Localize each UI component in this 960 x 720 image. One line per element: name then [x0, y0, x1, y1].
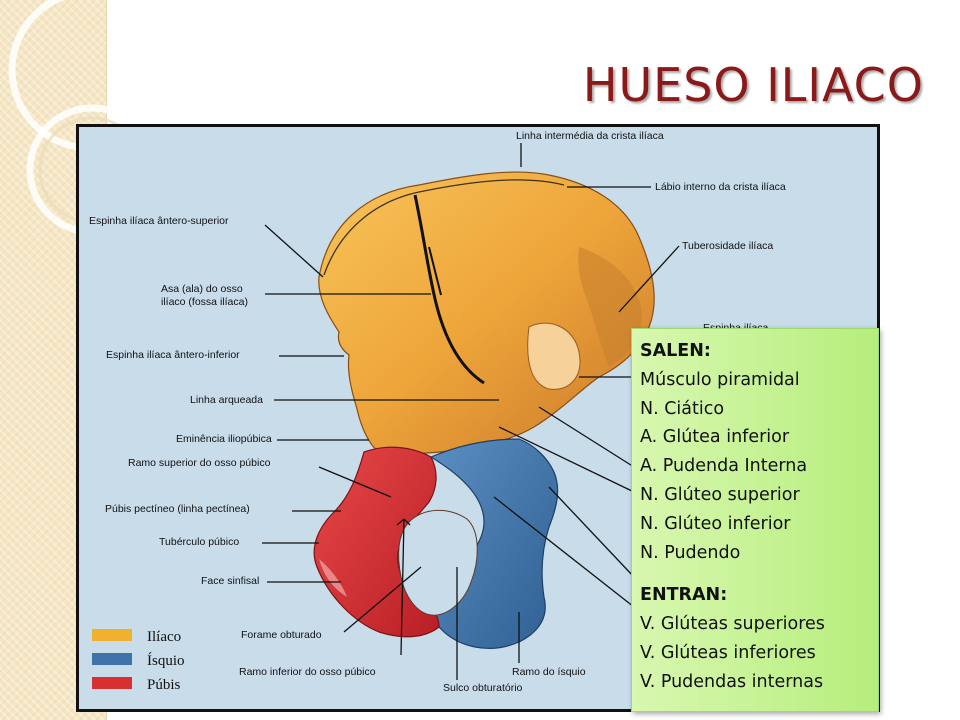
salen-item: N. Glúteo superior [640, 484, 800, 505]
label-sulco: Sulco obturatório [443, 682, 523, 694]
salen-header: SALEN: [640, 341, 711, 361]
label-linha-arqueada: Linha arqueada [190, 394, 263, 406]
entran-item: V. Pudendas internas [640, 671, 824, 692]
label-linha-intermedia: Linha intermédia da crista ilíaca [516, 130, 664, 142]
legend-label-pubis: Púbis [147, 677, 181, 693]
entran-item: V. Glúteas inferiores [640, 642, 816, 663]
label-ramo-inferior: Ramo inferior do osso púbico [239, 666, 376, 678]
auricular-surface [527, 322, 581, 390]
label-labio-interno: Lábio interno da crista ilíaca [655, 181, 786, 193]
legend-label-isquio: Ísquio [147, 652, 185, 669]
legend-swatch-pubis [92, 677, 132, 689]
label-asa-line1: Asa (ala) do osso [161, 283, 243, 295]
label-pubis-pectineo: Púbis pectíneo (linha pectínea) [105, 503, 250, 515]
label-face-sinfisal: Face sinfisal [201, 575, 259, 587]
salen-item: N. Glúteo inferior [640, 513, 791, 534]
label-eminencia: Eminência iliopúbica [176, 433, 272, 445]
slide-title: HUESO ILIACO [582, 58, 924, 112]
label-ramo-isquio: Ramo do ísquio [512, 666, 586, 678]
salen-entran-box: SALEN: Músculo piramidal N. Ciático A. G… [631, 328, 879, 712]
legend-swatch-isquio [92, 653, 132, 665]
hip-bone-illustration: Linha intermédia da crista ilíaca Lábio … [89, 130, 786, 694]
entran-header: ENTRAN: [640, 585, 728, 606]
label-espinha-antero-superior: Espinha ilíaca ântero-superior [89, 215, 229, 227]
label-forame: Forame obturado [241, 629, 322, 641]
iliac-tuberosity [578, 247, 642, 367]
legend-label-iliaco: Ilíaco [147, 629, 181, 645]
section-gap [640, 567, 878, 581]
legend: Ilíaco Ísquio Púbis [92, 629, 185, 693]
salen-item: Músculo piramidal [640, 369, 800, 390]
label-tuberculo: Tubérculo púbico [159, 536, 239, 548]
salen-item: A. Pudenda Interna [640, 456, 808, 477]
legend-swatch-iliaco [92, 629, 132, 641]
salen-item: N. Ciático [640, 398, 725, 419]
label-ramo-superior: Ramo superior do osso púbico [128, 457, 271, 469]
label-tuberosidade: Tuberosidade ilíaca [682, 240, 773, 252]
salen-item: N. Pudendo [640, 542, 741, 563]
label-espinha-antero-inferior: Espinha ilíaca ântero-inferior [106, 349, 240, 361]
entran-item: V. Glúteas superiores [640, 614, 825, 635]
salen-item: A. Glútea inferior [640, 427, 790, 448]
label-asa-line2: ilíaco (fossa ilíaca) [161, 296, 248, 308]
